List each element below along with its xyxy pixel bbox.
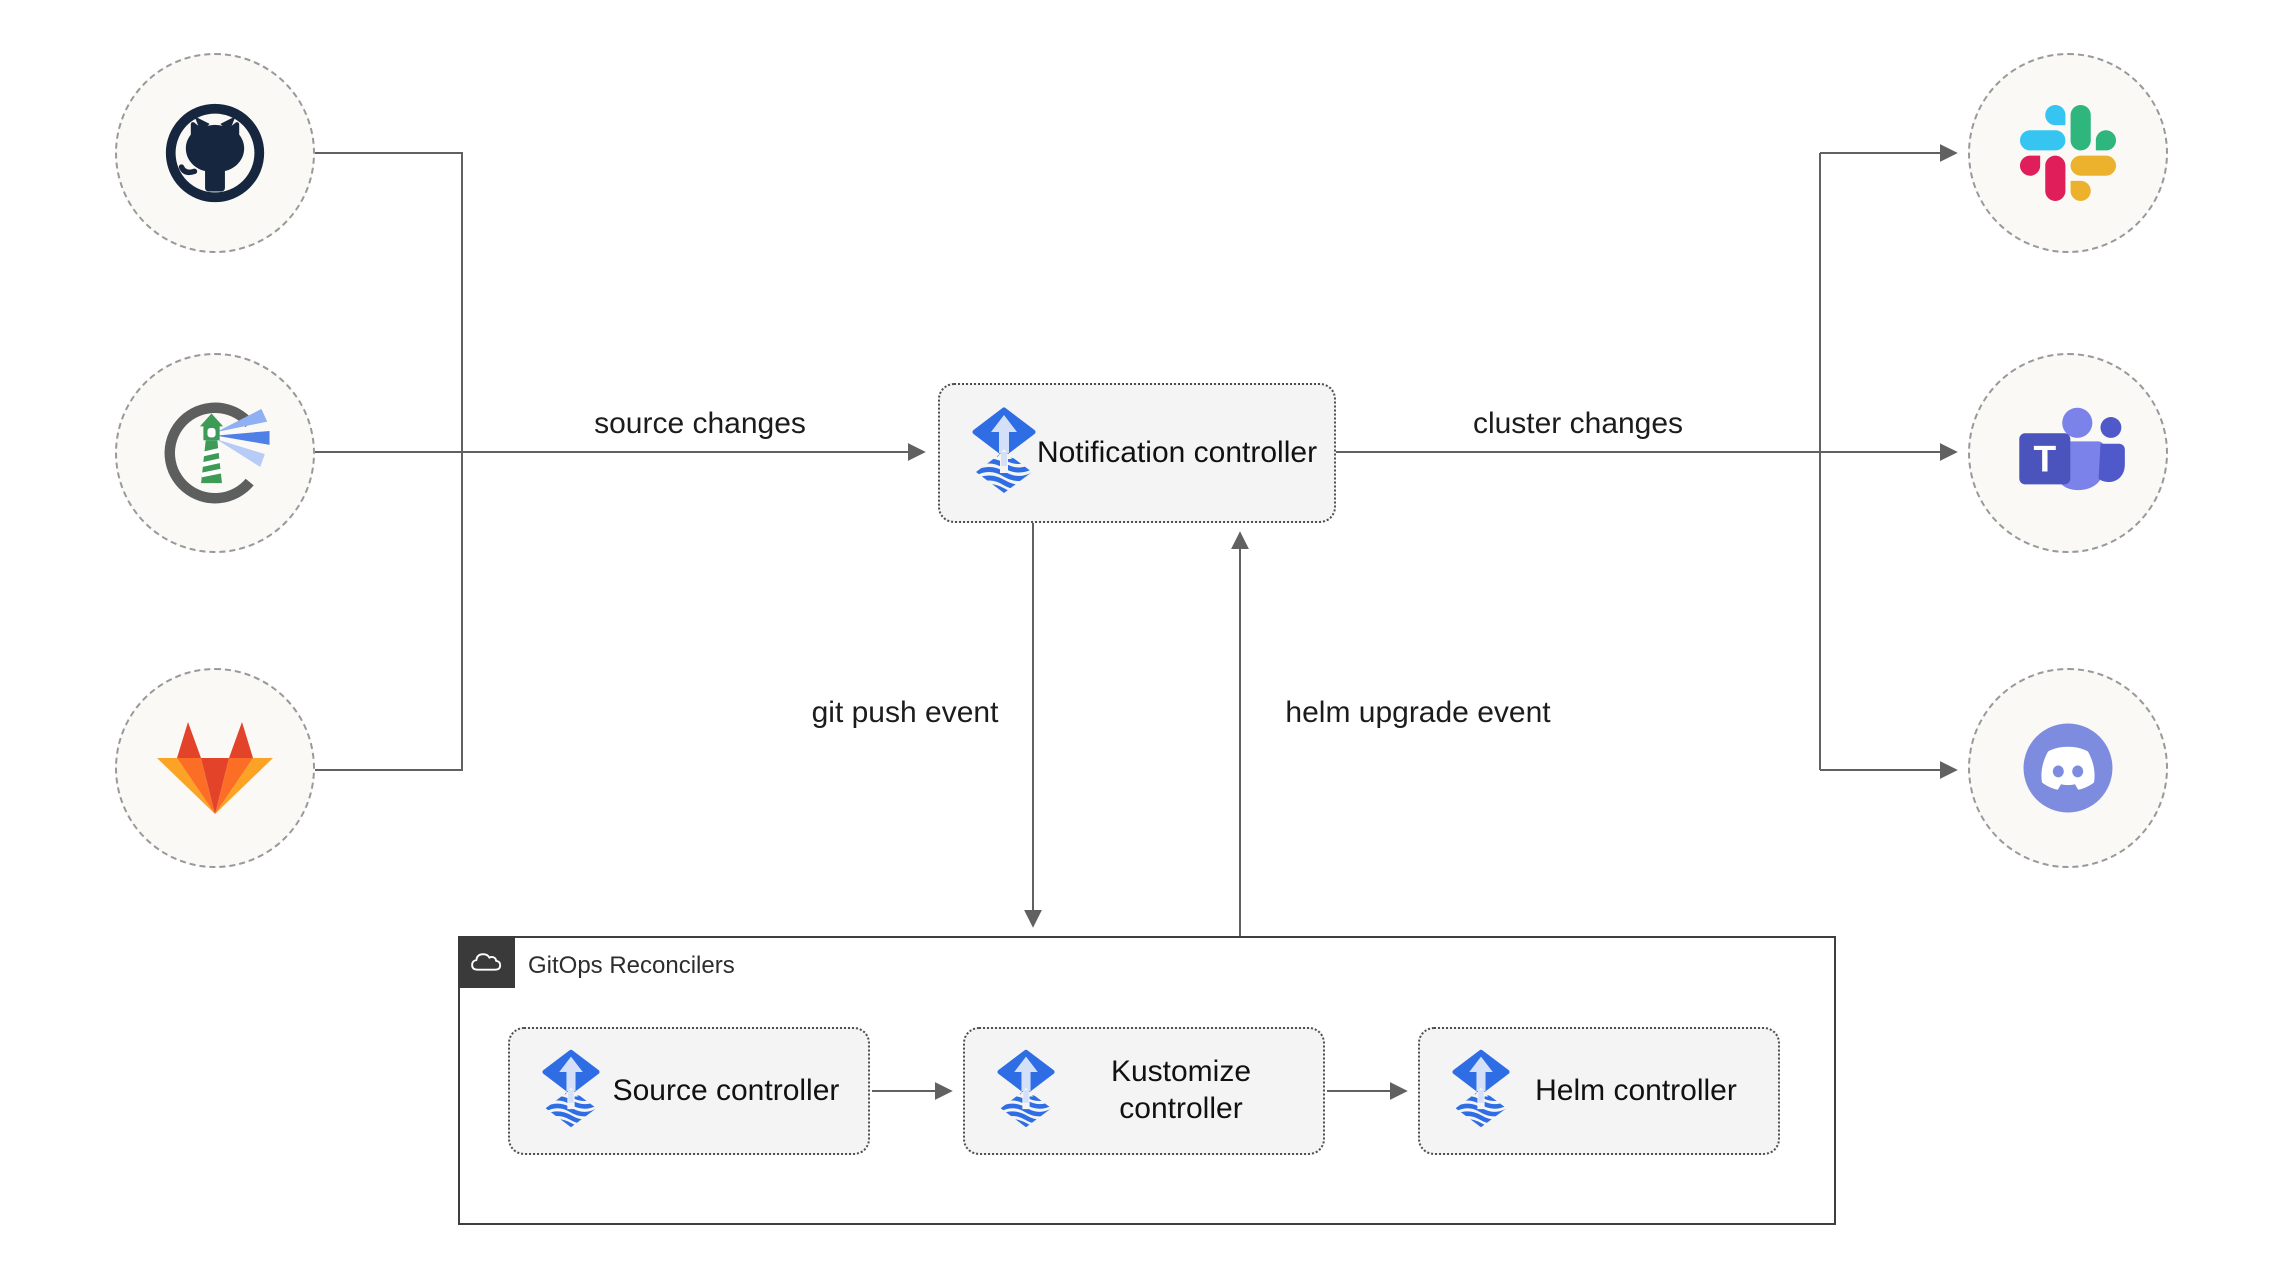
flux-icon — [972, 407, 1036, 499]
flux-icon — [997, 1049, 1055, 1133]
node-github — [115, 53, 315, 253]
github-icon — [161, 99, 269, 207]
node-kustomize-controller: Kustomize controller — [963, 1027, 1325, 1155]
node-helm-controller: Helm controller — [1418, 1027, 1780, 1155]
helm-controller-label: Helm controller — [1535, 1073, 1737, 1107]
node-discord — [1968, 668, 2168, 868]
edge-label-git-push-event: git push event — [811, 696, 999, 729]
notification-controller-label: Notification controller — [1036, 435, 1318, 469]
source-controller-label: Source controller — [612, 1073, 840, 1107]
edge-label-cluster-changes: cluster changes — [1472, 407, 1684, 440]
node-microsoft-teams — [1968, 353, 2168, 553]
container-tag — [458, 936, 515, 988]
node-slack — [1968, 53, 2168, 253]
node-notification-controller: Notification controller — [938, 383, 1336, 523]
cloud-icon — [470, 950, 504, 974]
edge-label-source-changes: source changes — [594, 407, 806, 440]
slack-icon — [2020, 105, 2116, 201]
kustomize-controller-label: Kustomize controller — [1110, 1055, 1252, 1125]
container-title: GitOps Reconcilers — [528, 952, 735, 979]
microsoft-teams-icon — [2010, 395, 2126, 511]
node-harbor — [115, 353, 315, 553]
discord-icon — [2011, 711, 2125, 825]
flux-icon — [1452, 1049, 1510, 1133]
edge-label-helm-upgrade-event: helm upgrade event — [1285, 696, 1551, 729]
node-source-controller: Source controller — [508, 1027, 870, 1155]
flux-icon — [542, 1049, 600, 1133]
node-gitlab — [115, 668, 315, 868]
gitlab-icon — [155, 718, 275, 818]
edge-left-bus — [315, 152, 463, 771]
harbor-icon — [157, 395, 273, 511]
